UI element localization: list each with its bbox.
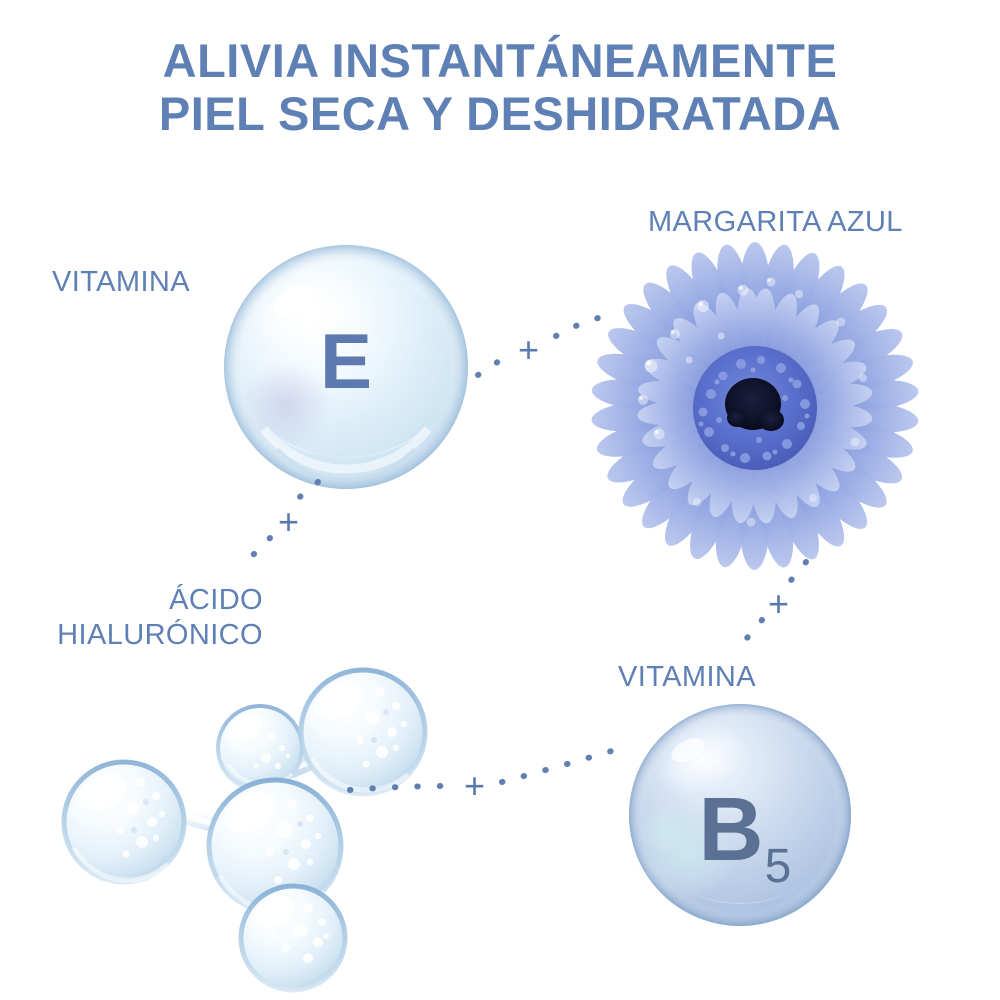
connector-daisy-b5-lower [739, 617, 765, 647]
connector-e-ha-lower [243, 535, 273, 565]
connector-daisy-b5-upper [785, 559, 809, 587]
vitamin-e-bubble-icon: E [222, 243, 470, 491]
vitamin-b5-bubble-icon: B 5 [628, 702, 852, 928]
page-title-line-1: ALIVIA INSTANTÁNEAMENTE [162, 34, 838, 87]
molecule-bubble-large-top-right [298, 667, 428, 797]
operator-plus-e-daisy: + [518, 329, 540, 370]
label-hyaluronic-acid-line-2: HIALURÓNICO [57, 619, 263, 651]
page-title-line-2: PIEL SECA Y DESHIDRATADA [158, 87, 842, 140]
molecule-bubble-center [206, 777, 344, 915]
vitamin-b5-subscript: 5 [765, 840, 792, 893]
connector-e-daisy-left [475, 349, 515, 378]
label-vitamin-e: VITAMINA [52, 266, 191, 298]
operator-plus-hyaluronic-b5: + [464, 765, 486, 806]
molecule-bubble-bottom [238, 883, 348, 993]
label-hyaluronic-acid-line-1: ÁCIDO [169, 584, 263, 616]
vitamin-e-symbol: E [320, 317, 372, 405]
hyaluronic-acid-molecule-icon [60, 640, 460, 993]
blue-daisy-flower-image [591, 242, 919, 570]
vitamin-b5-symbol: B [699, 780, 764, 880]
molecule-bubble-small-top [216, 704, 304, 792]
label-vitamin-b5: VITAMINA [618, 661, 757, 693]
label-hyaluronic-acid: ÁCIDO HIALURÓNICO [35, 583, 263, 653]
connector-ha-b5-right [499, 743, 631, 785]
label-blue-daisy: MARGARITA AZUL [648, 206, 903, 238]
page-title: ALIVIA INSTANTÁNEAMENTE PIEL SECA Y DESH… [0, 34, 1000, 140]
operator-plus-e-hyaluronic: + [278, 501, 300, 542]
molecule-bubble-large-left [61, 759, 187, 885]
operator-plus-daisy-b5: + [768, 583, 790, 624]
